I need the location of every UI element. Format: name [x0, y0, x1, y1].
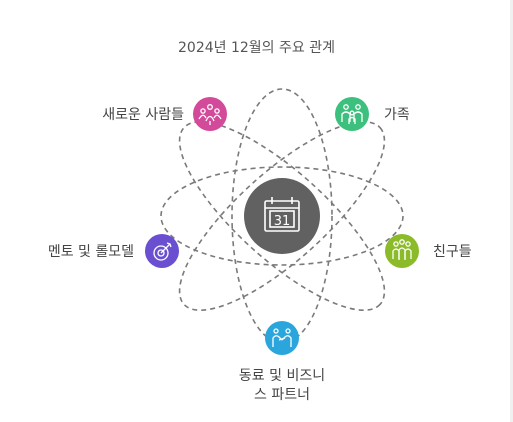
node-friends: [385, 234, 419, 268]
orbit-diagonal-b: [178, 121, 386, 311]
center-node: 31: [244, 178, 320, 254]
family-icon: [341, 104, 363, 124]
label-colleagues: 동료 및 비즈니 스 파트너: [202, 367, 362, 405]
node-colleagues: [265, 321, 299, 355]
label-family: 가족: [384, 107, 410, 123]
calendar-date: 31: [274, 214, 291, 229]
node-mentors: [145, 234, 179, 268]
calendar-icon: [264, 197, 300, 232]
node-new-people: [193, 97, 227, 131]
label-mentors: 멘토 및 롤모델: [47, 244, 134, 260]
diagram-title: 2024년 12월의 주요 관계: [178, 40, 335, 56]
node-family: [335, 97, 369, 131]
label-colleagues-line1: 동료 및 비즈니: [238, 368, 326, 384]
orbit-horizontal: [160, 166, 404, 266]
handshake-icon: [272, 328, 292, 347]
label-friends: 친구들: [433, 244, 472, 260]
target-icon: [153, 242, 172, 261]
center-circle: [244, 178, 320, 254]
group-icon: [198, 104, 222, 125]
label-new-people: 새로운 사람들: [102, 107, 184, 123]
friends-icon: [392, 239, 412, 260]
orbit-diagonal-a: [178, 121, 386, 311]
page-edge: [510, 0, 513, 422]
label-colleagues-line2: 스 파트너: [254, 387, 310, 403]
